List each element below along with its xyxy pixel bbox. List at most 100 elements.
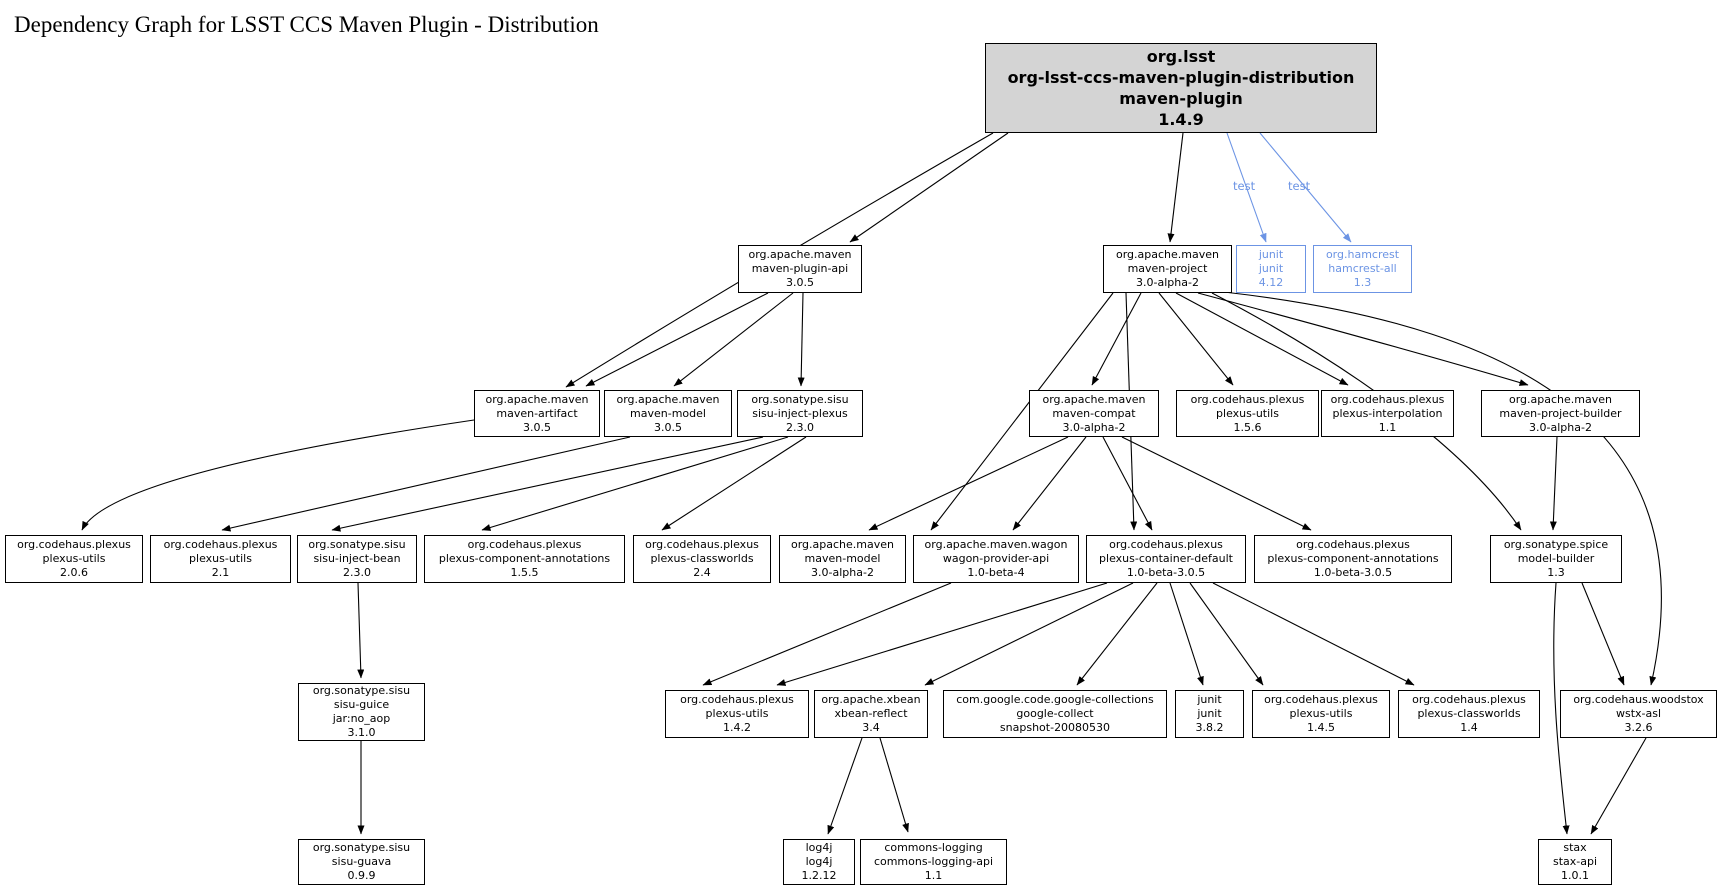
node-junit-412-line: 4.12 bbox=[1258, 276, 1284, 289]
node-sisu-guice-line: jar:no_aop bbox=[332, 712, 391, 725]
node-plexus-utils-145-line: plexus-utils bbox=[1289, 707, 1353, 720]
node-plexus-utils-206-line: 2.0.6 bbox=[60, 566, 88, 579]
edge-root-to-maven-plugin-api bbox=[849, 132, 1009, 243]
node-plexus-utils-206-line: plexus-utils bbox=[42, 552, 106, 565]
node-maven-project-line: org.apache.maven bbox=[1116, 248, 1219, 261]
node-wstx-asl-line: org.codehaus.woodstox bbox=[1573, 693, 1704, 706]
edge-maven-artifact-to-plexus-utils-206 bbox=[81, 419, 475, 531]
node-google-collect-line: snapshot-20080530 bbox=[999, 721, 1111, 734]
node-plexus-interpolation-line: 1.1 bbox=[1378, 420, 1397, 434]
edge-model-builder-to-wstx-asl bbox=[1581, 582, 1625, 686]
node-xbean-reflect-line: 3.4 bbox=[862, 721, 880, 734]
node-plexus-utils-156-line: 1.5.6 bbox=[1233, 420, 1262, 434]
node-sisu-inject-plexus-line: sisu-inject-plexus bbox=[752, 406, 848, 420]
edge-plexus-container-default-to-junit-382 bbox=[1169, 582, 1204, 686]
edge-sisu-inject-bean-to-sisu-guice bbox=[357, 582, 365, 679]
node-maven-model-305-line: org.apache.maven bbox=[616, 392, 720, 406]
node-plexus-container-default-line: org.codehaus.plexus bbox=[1109, 538, 1223, 551]
node-plexus-utils-156-line: org.codehaus.plexus bbox=[1190, 392, 1305, 406]
edge-plexus-container-default-to-google-collect bbox=[1076, 582, 1158, 686]
node-commons-logging-api-line: 1.1 bbox=[924, 869, 943, 882]
edge-plexus-container-default-to-plexus-utils-145 bbox=[1189, 582, 1264, 686]
node-plexus-utils-21-line: plexus-utils bbox=[189, 552, 252, 565]
node-plexus-interpolation-line: org.codehaus.plexus bbox=[1330, 392, 1445, 406]
edge-plexus-container-default-to-xbean-reflect bbox=[924, 582, 1134, 686]
node-plexus-container-default-line: 1.0-beta-3.0.5 bbox=[1126, 566, 1206, 579]
node-sisu-guava-line: 0.9.9 bbox=[347, 869, 376, 882]
node-model-builder-line: 1.3 bbox=[1547, 566, 1565, 579]
node-root-line: org-lsst-ccs-maven-plugin-distribution bbox=[1007, 68, 1355, 87]
node-maven-project-builder-line: org.apache.maven bbox=[1509, 392, 1612, 406]
node-root-line: 1.4.9 bbox=[1158, 110, 1204, 129]
node-sisu-inject-bean-line: sisu-inject-bean bbox=[313, 552, 401, 565]
node-maven-plugin-api-line: 3.0.5 bbox=[786, 276, 814, 289]
node-wstx-asl-line: wstx-asl bbox=[1615, 707, 1662, 720]
node-maven-model-305-line: maven-model bbox=[630, 406, 706, 420]
node-sisu-inject-bean-line: 2.3.0 bbox=[343, 566, 371, 579]
node-plexus-classworlds-24-line: org.codehaus.plexus bbox=[645, 538, 759, 551]
node-hamcrest-all-line: org.hamcrest bbox=[1325, 248, 1400, 261]
edge-maven-plugin-api-to-maven-artifact bbox=[585, 292, 769, 387]
node-sisu-guava-line: org.sonatype.sisu bbox=[312, 841, 411, 854]
node-commons-logging-api-line: commons-logging bbox=[884, 841, 983, 854]
edge-maven-model-305-to-plexus-utils-21 bbox=[221, 436, 631, 532]
node-log4j-line: log4j bbox=[805, 841, 833, 854]
edge-wstx-asl-to-stax-api bbox=[1590, 737, 1647, 835]
node-wstx-asl-line: 3.2.6 bbox=[1624, 721, 1653, 734]
edge-sisu-inject-plexus-to-plexus-component-annotations-155 bbox=[481, 436, 789, 531]
node-maven-model-30a2-line: 3.0-alpha-2 bbox=[811, 566, 874, 579]
node-plexus-utils-21-line: 2.1 bbox=[211, 566, 230, 579]
edge-maven-plugin-api-to-sisu-inject-plexus bbox=[797, 292, 805, 387]
node-hamcrest-all-line: 1.3 bbox=[1353, 276, 1372, 289]
node-maven-artifact-line: org.apache.maven bbox=[485, 392, 589, 406]
node-plexus-component-annotations-155-line: plexus-component-annotations bbox=[438, 552, 611, 565]
node-junit-382-line: junit bbox=[1197, 693, 1222, 706]
edge-root-to-hamcrest-all bbox=[1259, 132, 1352, 243]
node-wagon-provider-api-line: org.apache.maven.wagon bbox=[924, 538, 1068, 551]
node-plexus-component-annotations-b305-line: plexus-component-annotations bbox=[1267, 552, 1439, 565]
node-log4j-line: 1.2.12 bbox=[801, 869, 837, 882]
node-maven-compat-line: maven-compat bbox=[1052, 406, 1136, 420]
node-plexus-classworlds-24-line: plexus-classworlds bbox=[650, 552, 754, 565]
node-junit-412-line: junit bbox=[1258, 248, 1284, 261]
edge-wagon-provider-api-to-plexus-utils-142 bbox=[702, 582, 952, 686]
edge-root-to-junit-412 bbox=[1226, 132, 1267, 243]
edge-label-root-to-hamcrest-all: test bbox=[1288, 179, 1311, 193]
node-root-line: org.lsst bbox=[1146, 47, 1216, 66]
node-stax-api-line: 1.0.1 bbox=[1561, 869, 1589, 882]
edge-maven-compat-to-maven-model-30a2 bbox=[868, 436, 1069, 531]
edge-maven-project-to-maven-project-builder bbox=[1197, 292, 1529, 386]
node-maven-model-30a2-line: org.apache.maven bbox=[791, 538, 894, 551]
node-plexus-utils-142-line: org.codehaus.plexus bbox=[680, 693, 794, 706]
node-xbean-reflect-line: org.apache.xbean bbox=[821, 693, 921, 706]
edge-maven-project-to-wstx-asl bbox=[1223, 291, 1662, 686]
edge-maven-compat-to-plexus-container-default bbox=[1102, 436, 1153, 531]
edge-label-root-to-junit-412: test bbox=[1233, 179, 1256, 193]
edge-maven-project-to-plexus-interpolation bbox=[1175, 292, 1349, 386]
